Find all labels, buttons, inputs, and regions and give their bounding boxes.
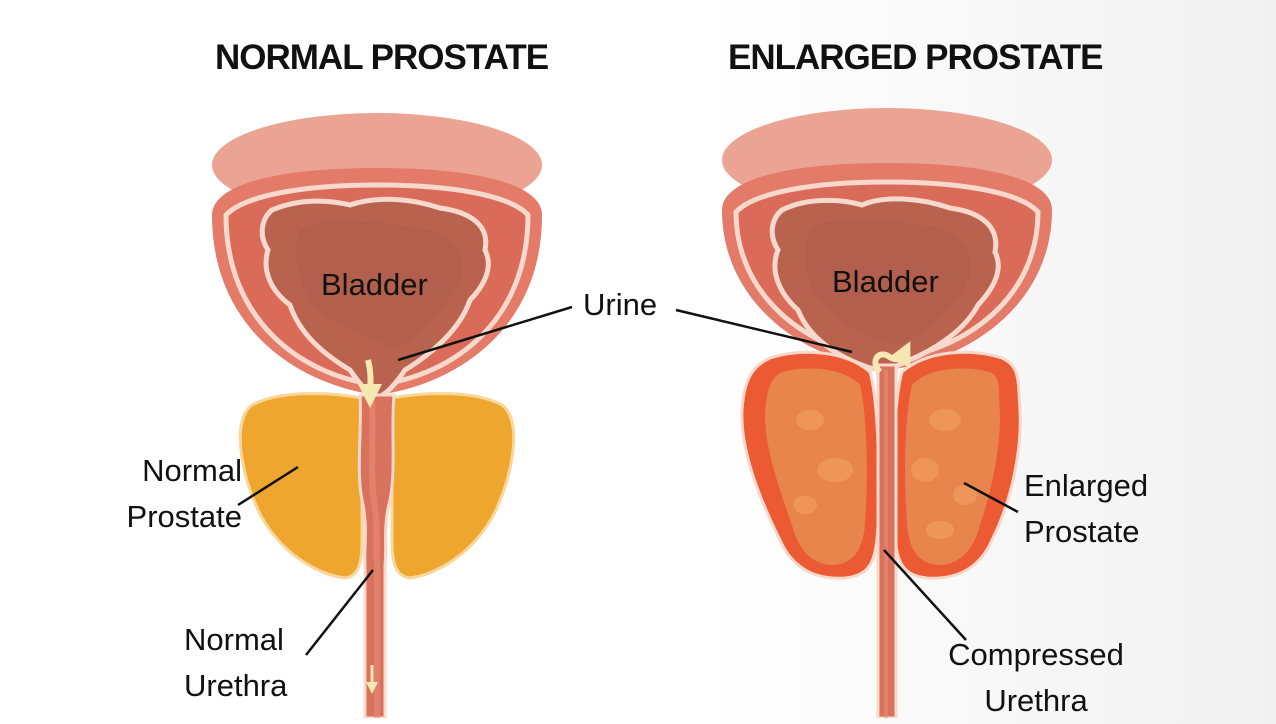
normal-prostate-label-line-1: Normal xyxy=(142,453,242,488)
enlarged-prostate-lobes xyxy=(740,350,1022,580)
leader-line-compressed-urethra xyxy=(883,549,967,641)
normal-prostate-label-line-2: Prostate xyxy=(126,499,242,534)
normal-urethra-tube xyxy=(357,393,396,720)
compressed-urethra-label-line-1: Compressed xyxy=(948,637,1124,672)
compressed-urethra-label: Compressed Urethra xyxy=(936,632,1136,724)
enlarged-prostate-label: Enlarged Prostate xyxy=(1024,463,1148,555)
normal-prostate-lobes xyxy=(238,392,516,580)
normal-diagram xyxy=(212,113,542,720)
enlarged-diagram xyxy=(722,108,1052,720)
urine-flow-arrow-icon xyxy=(358,359,383,408)
leader-line-urine-right xyxy=(675,308,853,354)
bladder-label-left: Bladder xyxy=(321,267,428,302)
normal-prostate-label: Normal Prostate xyxy=(110,448,242,540)
normal-urethra-label: Normal Urethra xyxy=(184,617,287,709)
compressed-urethra-label-line-2: Urethra xyxy=(984,683,1088,718)
normal-urethra-label-line-2: Urethra xyxy=(184,668,288,703)
compressed-urethra-tube xyxy=(876,363,898,720)
bladder-right xyxy=(722,108,1052,372)
enlarged-prostate-title: ENLARGED PROSTATE xyxy=(728,38,1103,77)
enlarged-prostate-label-line-2: Prostate xyxy=(1024,514,1140,549)
enlarged-prostate-label-line-1: Enlarged xyxy=(1024,468,1149,503)
urine-backflow-arrow-icon xyxy=(872,341,911,375)
normal-urethra-label-line-1: Normal xyxy=(184,622,284,657)
urine-label: Urine xyxy=(583,287,658,322)
bladder-label-right: Bladder xyxy=(832,264,939,299)
leader-lines xyxy=(237,305,1019,656)
normal-prostate-title: NORMAL PROSTATE xyxy=(215,38,549,77)
leader-line-normal-urethra xyxy=(305,569,374,656)
leader-line-urine-left xyxy=(397,305,573,362)
leader-line-normal-prostate xyxy=(237,465,299,507)
leader-line-enlarged-prostate xyxy=(963,481,1019,514)
bladder-left xyxy=(212,113,542,401)
